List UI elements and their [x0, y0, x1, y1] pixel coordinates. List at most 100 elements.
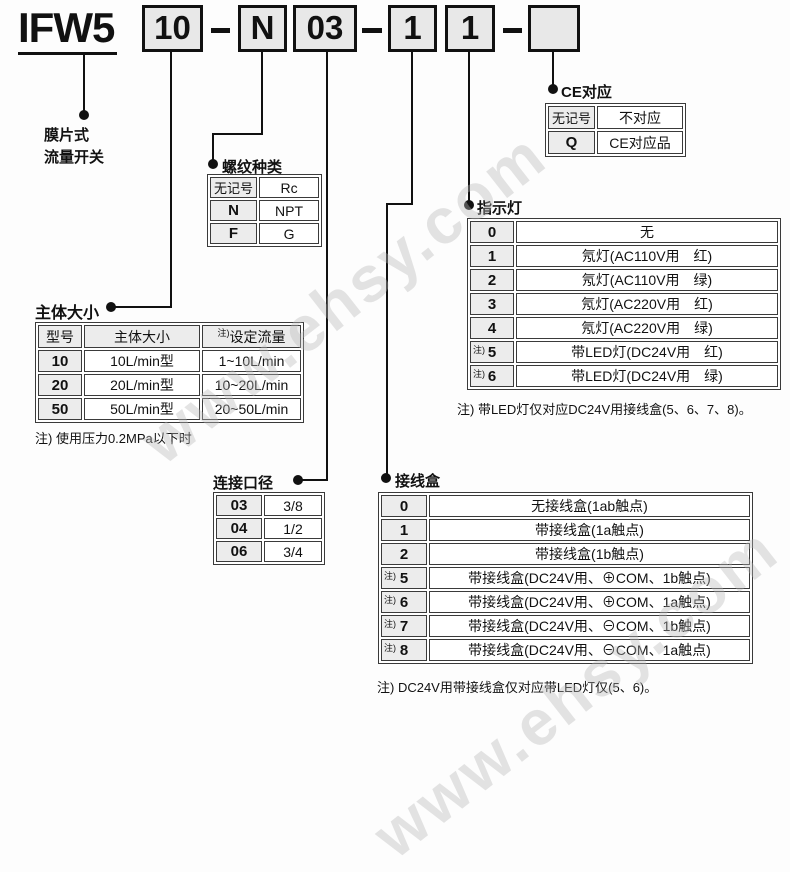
terminal-box-table: 0 无接线盒(1ab触点) 1 带接线盒(1a触点) 2 带接线盒(1b触点) … [378, 492, 753, 664]
thread-type-table: 无记号 Rc N NPT F G [207, 174, 323, 247]
table-row: 03 3/8 [216, 495, 322, 516]
thread-bullet [208, 159, 218, 169]
table-row: 0 无 [470, 221, 778, 243]
body-size-size: 20L/min型 [84, 374, 200, 396]
table-row: 10 10L/min型 1~10L/min [38, 350, 301, 372]
body-size-code: 20 [38, 374, 82, 396]
port-code: 04 [216, 518, 262, 539]
port-code: 03 [216, 495, 262, 516]
indicator-code: 注)5 [470, 341, 514, 363]
body-size-flow: 20~50L/min [202, 398, 301, 420]
model-dash [211, 28, 230, 33]
table-row: 50 50L/min型 20~50L/min [38, 398, 301, 420]
thread-value: G [259, 223, 320, 244]
ce-bullet [548, 84, 558, 94]
connector-line-body-size [170, 52, 172, 308]
note-mark: 注) [473, 369, 485, 379]
terminal-code: 注)6 [381, 591, 427, 613]
indicator-code: 注)6 [470, 365, 514, 387]
connector-line-thread [212, 133, 263, 135]
table-row: 20 20L/min型 10~20L/min [38, 374, 301, 396]
terminal-code: 注)8 [381, 639, 427, 661]
connector-line-terminal [386, 203, 388, 477]
table-row: F G [210, 223, 320, 244]
ce-code: 无记号 [548, 106, 596, 129]
ce-value: 不对应 [597, 106, 684, 129]
connector-line-body-size [113, 306, 172, 308]
indicator-bullet [464, 200, 474, 210]
note-mark: 注) [384, 595, 396, 605]
table-row: 无记号 Rc [210, 177, 320, 198]
body-size-code: 50 [38, 398, 82, 420]
terminal-code: 2 [381, 543, 427, 565]
port-value: 3/8 [264, 495, 322, 516]
indicator-desc: 带LED灯(DC24V用 红) [516, 341, 778, 363]
table-row: 04 1/2 [216, 518, 322, 539]
terminal-desc: 带接线盒(1b触点) [429, 543, 750, 565]
model-box-port: 03 [293, 5, 357, 52]
body-size-flow: 10~20L/min [202, 374, 301, 396]
table-row: 1 带接线盒(1a触点) [381, 519, 750, 541]
body-size-label: 主体大小 [35, 305, 100, 322]
port-value: 3/4 [264, 541, 322, 562]
table-row: 2 氖灯(AC110V用 绿) [470, 269, 778, 291]
model-dash [362, 28, 382, 33]
terminal-desc: 带接线盒(DC24V用、⊕COM、1b触点) [429, 567, 750, 589]
table-header-row: 型号 主体大小 注)设定流量 [38, 325, 301, 348]
body-size-header: 主体大小 [84, 325, 200, 348]
terminal-code: 注)7 [381, 615, 427, 637]
indicator-label: 指示灯 [477, 200, 523, 217]
connector-line-ce [552, 52, 554, 87]
table-row: 注)7 带接线盒(DC24V用、⊖COM、1b触点) [381, 615, 750, 637]
body-size-size: 10L/min型 [84, 350, 200, 372]
table-row: 3 氖灯(AC220V用 红) [470, 293, 778, 315]
connector-line-product [83, 55, 85, 113]
body-size-bullet [106, 302, 116, 312]
product-label-line2: 流量开关 [44, 149, 105, 166]
terminal-desc: 带接线盒(DC24V用、⊖COM、1b触点) [429, 615, 750, 637]
terminal-desc: 带接线盒(DC24V用、⊖COM、1a触点) [429, 639, 750, 661]
note-mark: 注) [384, 619, 396, 629]
table-row: 注)6 带接线盒(DC24V用、⊕COM、1a触点) [381, 591, 750, 613]
terminal-code: 注)5 [381, 567, 427, 589]
table-row: 注)6 带LED灯(DC24V用 绿) [470, 365, 778, 387]
model-prefix: IFW5 [18, 4, 118, 55]
body-size-header: 型号 [38, 325, 82, 348]
port-bullet [293, 475, 303, 485]
indicator-desc: 氖灯(AC110V用 绿) [516, 269, 778, 291]
thread-code: 无记号 [210, 177, 258, 198]
terminal-box-note: 注) DC24V用带接线盒仅对应带LED灯仅(5、6)。 [377, 680, 658, 695]
connector-line-indicator [468, 52, 470, 203]
indicator-desc: 氖灯(AC220V用 红) [516, 293, 778, 315]
table-row: 注)5 带LED灯(DC24V用 红) [470, 341, 778, 363]
connector-line-terminal [411, 52, 413, 205]
model-box-thread: N [238, 5, 287, 52]
indicator-code: 4 [470, 317, 514, 339]
body-size-code: 10 [38, 350, 82, 372]
model-dash [503, 28, 522, 33]
indicator-code: 1 [470, 245, 514, 267]
indicator-code: 3 [470, 293, 514, 315]
table-row: N NPT [210, 200, 320, 221]
table-row: 06 3/4 [216, 541, 322, 562]
thread-label: 螺纹种类 [222, 159, 283, 176]
model-box-body-size: 10 [142, 5, 203, 52]
table-row: Q CE对应品 [548, 131, 684, 154]
indicator-desc: 无 [516, 221, 778, 243]
indicator-desc: 氖灯(AC220V用 绿) [516, 317, 778, 339]
body-size-table: 型号 主体大小 注)设定流量 10 10L/min型 1~10L/min 20 … [35, 322, 304, 423]
terminal-code: 0 [381, 495, 427, 517]
catalog-page: { "note_mark": "注)", "watermark": "www.e… [18, 4, 790, 872]
ce-code: Q [548, 131, 596, 154]
note-mark: 注) [384, 571, 396, 581]
thread-value: Rc [259, 177, 320, 198]
connector-line-port [326, 52, 328, 481]
indicator-table: 0 无 1 氖灯(AC110V用 红) 2 氖灯(AC110V用 绿) 3 氖灯… [467, 218, 781, 390]
indicator-code: 2 [470, 269, 514, 291]
table-row: 4 氖灯(AC220V用 绿) [470, 317, 778, 339]
table-row: 无记号 不对应 [548, 106, 684, 129]
table-row: 注)8 带接线盒(DC24V用、⊖COM、1a触点) [381, 639, 750, 661]
thread-code: F [210, 223, 258, 244]
note-mark: 注) [384, 643, 396, 653]
connector-line-thread [261, 52, 263, 135]
